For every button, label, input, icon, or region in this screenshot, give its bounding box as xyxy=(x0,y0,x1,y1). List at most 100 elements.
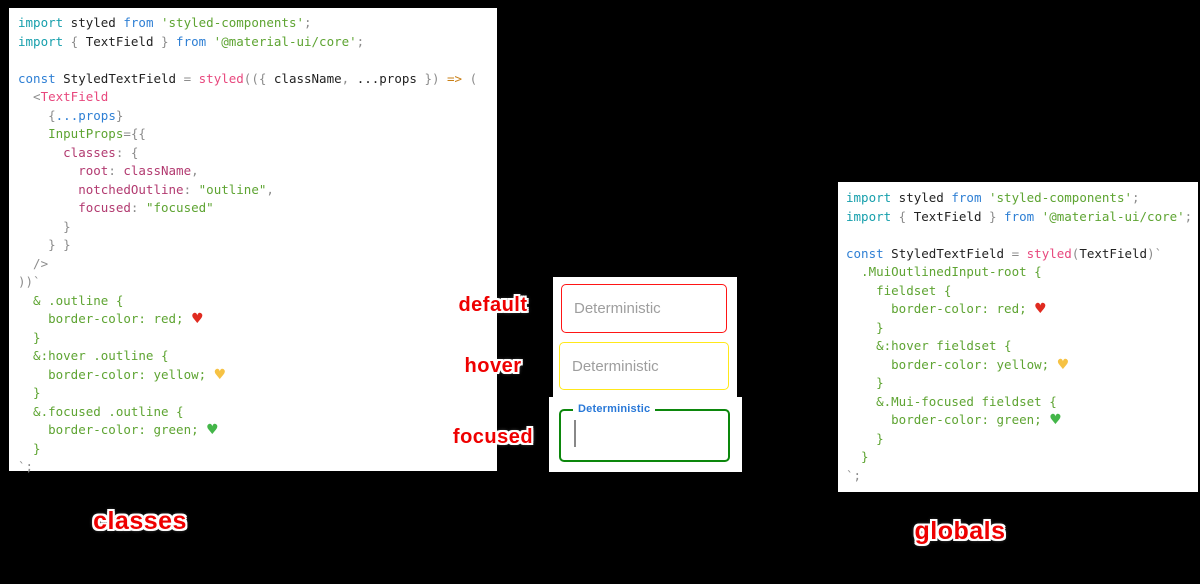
code-token: styled xyxy=(891,190,952,205)
code-token: import xyxy=(846,190,892,205)
code-token: import xyxy=(18,15,64,30)
code-token: => xyxy=(447,70,463,86)
code-token: border-color: green; xyxy=(18,422,207,437)
code-token: )` xyxy=(1147,245,1163,261)
code-token: } xyxy=(18,385,41,400)
heart-green-icon: ♥ xyxy=(206,422,219,438)
textfield-default[interactable]: Deterministic xyxy=(561,284,727,333)
code-token: border-color: yellow; xyxy=(846,356,1057,372)
code-token: notchedOutline xyxy=(18,181,184,197)
textfield-hover[interactable]: Deterministic xyxy=(559,342,729,390)
code-token: border-color: green; xyxy=(846,412,1050,427)
code-token: : xyxy=(130,200,146,215)
code-token: } xyxy=(846,319,884,335)
code-token: (({ xyxy=(243,70,274,86)
code-token: ; xyxy=(1132,190,1140,205)
code-line: &.Mui-focused fieldset { xyxy=(846,393,1198,412)
code-line: border-color: yellow; ♥ xyxy=(18,366,497,385)
code-line: } xyxy=(18,440,497,459)
code-token: } xyxy=(846,449,869,464)
code-line: import { TextField } from '@material-ui/… xyxy=(846,208,1198,227)
code-token: TextField xyxy=(913,208,982,224)
code-token: 'styled-components' xyxy=(153,15,304,30)
code-token: .MuiOutlinedInput-root { xyxy=(846,264,1042,279)
heart-yellow-icon: ♥ xyxy=(1056,356,1070,373)
code-line: } xyxy=(18,384,497,403)
code-token: StyledTextField xyxy=(55,70,184,86)
code-token: 'styled-components' xyxy=(981,190,1132,205)
code-token: TextField xyxy=(40,89,109,104)
code-line: border-color: red; ♥ xyxy=(846,300,1198,319)
code-token: , xyxy=(341,70,357,86)
code-line: const StyledTextField = styled(TextField… xyxy=(846,245,1198,264)
code-token: } } xyxy=(18,237,71,252)
code-line: `; xyxy=(846,467,1198,486)
code-token: border-color: red; xyxy=(846,301,1035,316)
code-line: &:hover fieldset { xyxy=(846,337,1198,356)
code-line: ))` xyxy=(18,273,497,292)
code-line: } } xyxy=(18,236,497,255)
code-token: className xyxy=(123,163,192,178)
code-token: "focused" xyxy=(145,200,214,215)
code-token: TextField xyxy=(1079,245,1148,261)
code-token: const xyxy=(18,70,56,86)
code-token: & .outline { xyxy=(18,292,124,308)
code-token: } xyxy=(18,329,41,345)
code-token: ( xyxy=(1071,245,1080,261)
label-focused: focused xyxy=(452,426,534,448)
code-token: TextField xyxy=(85,33,154,49)
code-line: import styled from 'styled-components'; xyxy=(846,189,1198,208)
code-line: &:hover .outline { xyxy=(18,347,497,366)
code-token: border-color: red; xyxy=(18,311,192,326)
code-token: fieldset { xyxy=(846,282,952,298)
code-token: < xyxy=(18,89,41,104)
code-line: import { TextField } from '@material-ui/… xyxy=(18,33,497,52)
code-token: styled xyxy=(63,15,124,30)
code-token: InputProps xyxy=(18,126,124,141)
code-token: , xyxy=(266,181,274,197)
heart-green-icon: ♥ xyxy=(1049,412,1062,428)
code-token: = xyxy=(183,70,199,86)
caption-classes: classes xyxy=(93,507,187,535)
code-token: &:hover fieldset { xyxy=(846,338,1012,353)
code-line: } xyxy=(18,218,497,237)
code-line: } xyxy=(846,448,1198,467)
code-line: notchedOutline: "outline", xyxy=(18,181,497,200)
code-token: , xyxy=(191,163,199,178)
code-line: } xyxy=(846,319,1198,338)
code-line: border-color: red; ♥ xyxy=(18,310,497,329)
code-token: from xyxy=(1004,208,1035,224)
code-token: } xyxy=(846,375,884,390)
code-token: : xyxy=(183,181,199,197)
textfield-focused[interactable]: Deterministic xyxy=(559,403,730,462)
code-line: <TextField xyxy=(18,88,497,107)
code-token: styled xyxy=(1026,245,1072,261)
text-cursor-icon xyxy=(574,420,576,447)
code-line xyxy=(846,226,1198,245)
code-token: ; xyxy=(356,33,365,49)
code-token: StyledTextField xyxy=(883,245,1012,261)
heart-red-icon: ♥ xyxy=(191,311,204,327)
code-token: : xyxy=(108,163,124,178)
code-token: styled xyxy=(198,70,244,86)
code-line: {...props} xyxy=(18,107,497,126)
heart-yellow-icon: ♥ xyxy=(213,366,227,383)
code-token: &.focused .outline { xyxy=(18,403,184,419)
code-token: from xyxy=(176,33,207,49)
code-line: fieldset { xyxy=(846,282,1198,301)
code-token: &.Mui-focused fieldset { xyxy=(846,393,1057,409)
caption-globals: globals xyxy=(914,517,1006,545)
code-token: '@material-ui/core' xyxy=(1034,208,1185,224)
code-token: `; xyxy=(18,459,34,474)
code-token: from xyxy=(951,190,982,205)
code-line: } xyxy=(846,374,1198,393)
code-line: border-color: yellow; ♥ xyxy=(846,356,1198,375)
code-token: ( xyxy=(462,70,478,86)
code-token: ...props xyxy=(356,70,417,86)
code-line: classes: { xyxy=(18,144,497,163)
code-token: } xyxy=(115,107,124,123)
code-token: } xyxy=(18,218,71,234)
code-line xyxy=(18,51,497,70)
code-token: `; xyxy=(846,467,862,483)
code-token: { xyxy=(891,208,914,224)
